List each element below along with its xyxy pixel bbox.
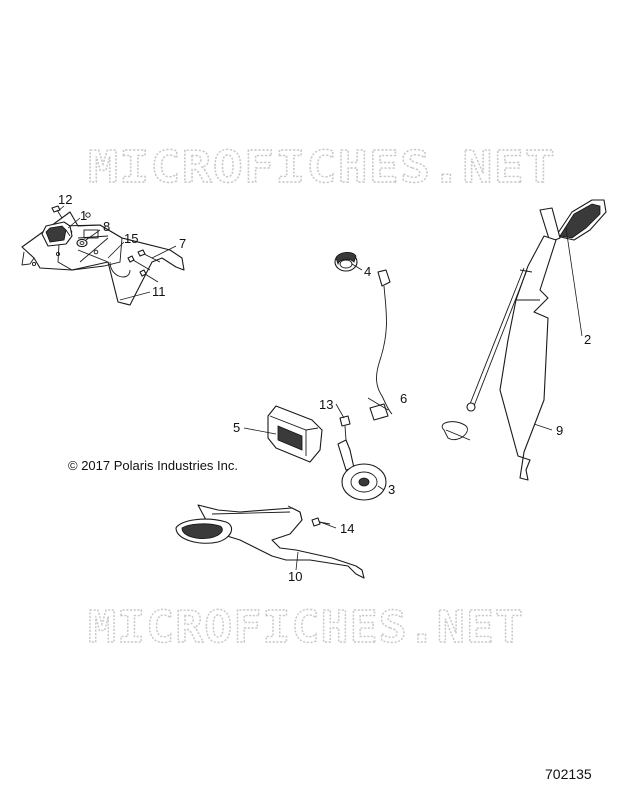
callout-14: 14 (340, 521, 354, 536)
license-light (41, 221, 73, 247)
callout-4: 4 (364, 264, 371, 279)
callout-2: 2 (584, 332, 591, 347)
screw-12 (51, 205, 63, 219)
callout-1: 1 (80, 208, 87, 223)
wire-harness-6 (369, 269, 393, 421)
callout-8: 8 (103, 219, 110, 234)
callout-13: 13 (319, 397, 333, 412)
callout-9: 9 (556, 423, 563, 438)
callout-12: 12 (58, 192, 72, 207)
callout-3: 3 (388, 482, 395, 497)
callout-11: 11 (152, 284, 166, 299)
callout-5: 5 (233, 420, 240, 435)
callout-10: 10 (288, 569, 302, 584)
bolt-13 (339, 415, 351, 441)
leader-lines (57, 205, 583, 571)
mirror-mount-9 (441, 235, 557, 481)
mirror-2 (539, 199, 607, 243)
mirror-mount-10 (175, 504, 365, 579)
callout-15: 15 (124, 231, 138, 246)
grommet-4 (334, 252, 358, 272)
copyright-notice: © 2017 Polaris Industries Inc. (68, 458, 238, 473)
control-module-5 (267, 405, 323, 463)
watermark-top: MICROFICHES.NET (88, 142, 556, 193)
callout-6: 6 (400, 391, 407, 406)
nut-8 (76, 238, 88, 248)
watermark-bottom: MICROFICHES.NET (88, 602, 524, 653)
callout-7: 7 (179, 236, 186, 251)
bolts-7 (127, 249, 161, 283)
horn-3 (337, 439, 387, 501)
figure-number: 702135 (545, 766, 592, 782)
